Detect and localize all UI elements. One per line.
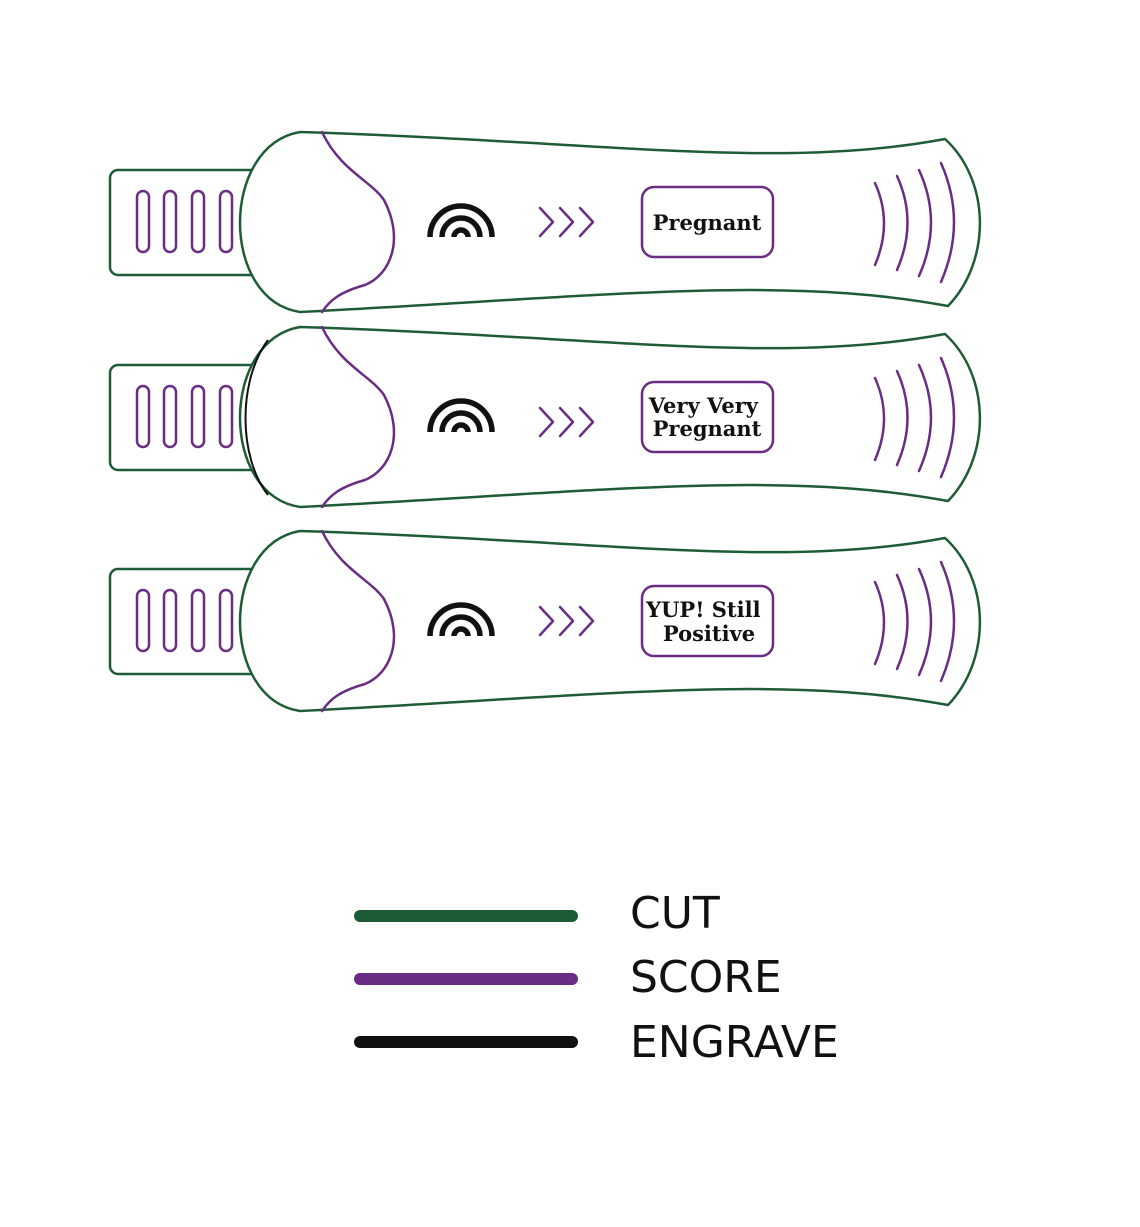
result-line-2: Pregnant xyxy=(653,416,762,441)
result-window xyxy=(640,380,775,454)
vent-arcs xyxy=(873,161,956,284)
triple-chevron-right-icon xyxy=(538,605,595,637)
legend-label-engrave: ENGRAVE xyxy=(630,1017,839,1068)
vent-arcs xyxy=(873,356,956,479)
legend-item-score: SCORE xyxy=(354,952,782,1003)
vent-arcs xyxy=(873,560,956,683)
triple-chevron-right-icon xyxy=(538,406,595,438)
cap-score-curve xyxy=(320,325,396,509)
engrave-edge xyxy=(244,339,269,496)
legend-item-cut: CUT xyxy=(354,888,720,939)
triple-chevron-right-icon xyxy=(538,206,595,238)
legend-item-engrave: ENGRAVE xyxy=(354,1017,839,1068)
stick-body-outline xyxy=(238,529,982,713)
pregnancy-test-1: Pregnant xyxy=(108,130,982,314)
result-line-2: Positive xyxy=(663,621,755,646)
cap-score-curve xyxy=(320,130,396,314)
legend-label-score: SCORE xyxy=(630,952,782,1003)
result-window-text: Very Very Pregnant xyxy=(648,393,766,441)
result-line-1: YUP! Still xyxy=(645,597,760,622)
result-window-text: YUP! Still Positive xyxy=(645,597,768,646)
legend-label-cut: CUT xyxy=(630,888,720,939)
result-window xyxy=(640,584,775,658)
pregnancy-test-3: YUP! Still Positive xyxy=(108,529,982,713)
grip-ridges xyxy=(135,384,234,449)
stick-body-outline xyxy=(238,325,982,509)
grip-ridges xyxy=(135,189,234,254)
grip-ridges xyxy=(135,588,234,653)
rainbow-icon xyxy=(427,602,495,637)
legend: CUT SCORE ENGRAVE xyxy=(354,888,839,1068)
result-window xyxy=(640,185,775,259)
pregnancy-test-2: Very Very Pregnant xyxy=(108,325,982,509)
result-line-1: Pregnant xyxy=(653,210,762,235)
cap-score-curve xyxy=(320,529,396,713)
rainbow-icon xyxy=(427,398,495,433)
rainbow-icon xyxy=(427,203,495,238)
result-window-text: Pregnant xyxy=(653,210,762,235)
stick-body-outline xyxy=(238,130,982,314)
result-line-1: Very Very xyxy=(648,393,759,418)
